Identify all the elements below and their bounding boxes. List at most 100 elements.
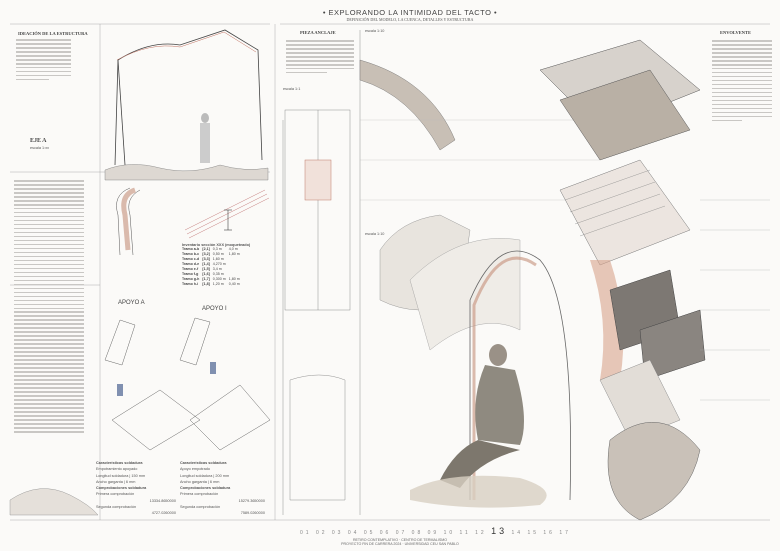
table-cell: Tramo a-b [182,247,200,251]
table-cell: 0,300 m [212,277,226,281]
table-cell: Tramo c-d [182,257,200,261]
poster-title: • EXPLORANDO LA INTIMIDAD DEL TACTO • [322,8,498,17]
table-cell: [1,5] [202,267,210,271]
table-row: Tramo e-f[1,5]3,4 m [182,267,243,272]
calc-heading: Características soldadura [96,461,143,465]
scale-label: escala 1:xx [30,146,49,150]
table-cell: 1,60 m [212,257,224,261]
page-number[interactable]: 14 [511,530,524,536]
calc-value: 6 mm [125,479,136,484]
calc-label: Ancho garganta [96,479,123,484]
table-cell: 4,270 m [212,262,226,266]
calc-value: 13334.8650000 [149,498,176,503]
legend-list [14,180,84,435]
apoyo-i-label: APOYO I [202,306,227,312]
table-cell: 3,4 m [212,267,222,271]
table-cell: Tramo g-h [182,277,200,281]
calc-label: Ancho garganta [180,479,207,484]
anchor-piece-paragraph [286,40,354,76]
page-number[interactable]: 10 [443,530,456,536]
calc-label: Segunda comprobación [180,505,221,510]
table-cell: 0,50 m [212,252,224,256]
page-number[interactable]: 09 [427,530,440,536]
table-cell: 1,80 m [228,252,240,256]
table-cell: Tramo f-g [182,272,199,276]
table-cell: [1,6] [202,272,210,276]
table-cell: 0,35 m [212,272,224,276]
table-cell: [3,3] [202,257,210,261]
table-cell: Tramo e-f [182,267,199,271]
page-number[interactable]: 15 [527,530,539,536]
table-cell: 1,80 m [228,277,240,281]
table-row: Tramo a-b[2,1]0,3 m 4,0 m [182,247,243,252]
page-number[interactable]: 17 [559,530,571,536]
table-cell: Tramo h-i [182,282,199,286]
table-cell: [1,7] [202,277,210,281]
page-number[interactable]: 01 [300,530,312,536]
current-page: 13 [491,526,508,536]
page-number[interactable]: 07 [395,530,408,536]
table-cell: Tramo b-c [182,252,200,256]
page-number[interactable]: 06 [379,530,392,536]
calc-heading: Características soldadura [180,461,227,465]
table-row: Tramo f-g[1,6]0,35 m [182,272,243,277]
page-number[interactable]: 11 [459,530,471,536]
table-cell: 4,0 m [228,247,238,251]
page-number[interactable]: 03 [331,530,344,536]
inventory-heading: Inventario sección XXX (moqueteado) [182,243,251,247]
table-cell: 1,20 m [212,282,224,286]
envelope-paragraph [712,40,772,124]
calc-value: 4727.0260000 [151,511,176,516]
page-number[interactable]: 05 [363,530,376,536]
calc-sub: Empotramiento apoyado [96,467,138,472]
calc-value: 7589.0260000 [240,511,265,516]
calc-sub: Apoyo empotrado [180,467,210,472]
calc-value: 200 mm [215,473,230,478]
calc-label: Primera comprobación [180,492,219,497]
page-navigation: 01 02 03 04 05 06 07 08 09 10 11 12 13 1… [300,526,571,536]
calc-label: Segunda comprobación [96,505,137,510]
table-cell: [3,2] [202,252,210,256]
weld-calc-i: Características soldadura Apoyo empotrad… [180,461,265,516]
section-inventory: Inventario sección XXX (moqueteado) Tram… [182,243,250,287]
page-number[interactable]: 16 [543,530,555,536]
poster-subtitle: DEFINICIÓN DEL MODELO, LA CUENCA, DETALL… [346,17,474,22]
ideation-paragraph [16,39,71,83]
scale-label: escala 1:10 [365,232,385,236]
table-row: Tramo b-c[3,2]0,50 m 1,80 m [182,252,243,257]
table-cell: [1,4] [202,262,210,266]
calc-value: 15279.3650000 [238,498,265,503]
table-cell: 0,3 m [212,247,222,251]
anchor-piece-heading: PIEZA ANCLAJE [300,30,336,35]
scale-label: escala 1:10 [365,29,385,33]
calc-label: Longitud soldadura [96,473,129,478]
calc-label: Primera comprobación [96,492,135,497]
axis-label: EJE A [30,138,47,144]
scale-label: escala 1:1 [283,87,301,91]
calc-value: 150 mm [131,473,146,478]
table-row: Tramo d-e[1,4]4,270 m [182,262,243,267]
calc-heading: Comprobaciones soldadura [180,486,231,491]
page-number[interactable]: 02 [315,530,328,536]
table-row: Tramo h-i[1,8]1,20 m 0,40 m [182,282,243,287]
weld-calc-a: Características soldadura Empotramiento … [96,461,176,516]
table-cell: 0,40 m [228,282,240,286]
apoyo-a-label: APOYO A [118,300,145,306]
footer: RETIRO CONTEMPLATIVO · CENTRO DE TERMALI… [300,538,500,546]
page-number[interactable]: 08 [411,530,424,536]
calc-label: Longitud soldadura [180,473,213,478]
footer-subtitle: PROYECTO FIN DE CARRERA 2024 · UNIVERSID… [341,542,459,546]
calc-value: 6 mm [209,479,220,484]
table-row: Tramo c-d[3,3]1,60 m [182,257,243,262]
table-cell: Tramo d-e [182,262,200,266]
page-number[interactable]: 04 [347,530,360,536]
page-number[interactable]: 12 [475,530,487,536]
table-cell: [2,1] [202,247,210,251]
footer-title: RETIRO CONTEMPLATIVO · CENTRO DE TERMALI… [352,538,448,542]
ideation-heading: IDEACIÓN DE LA ESTRUCTURA [18,31,88,36]
envelope-heading: ENVOLVENTE [720,30,752,35]
table-cell: [1,8] [202,282,210,286]
